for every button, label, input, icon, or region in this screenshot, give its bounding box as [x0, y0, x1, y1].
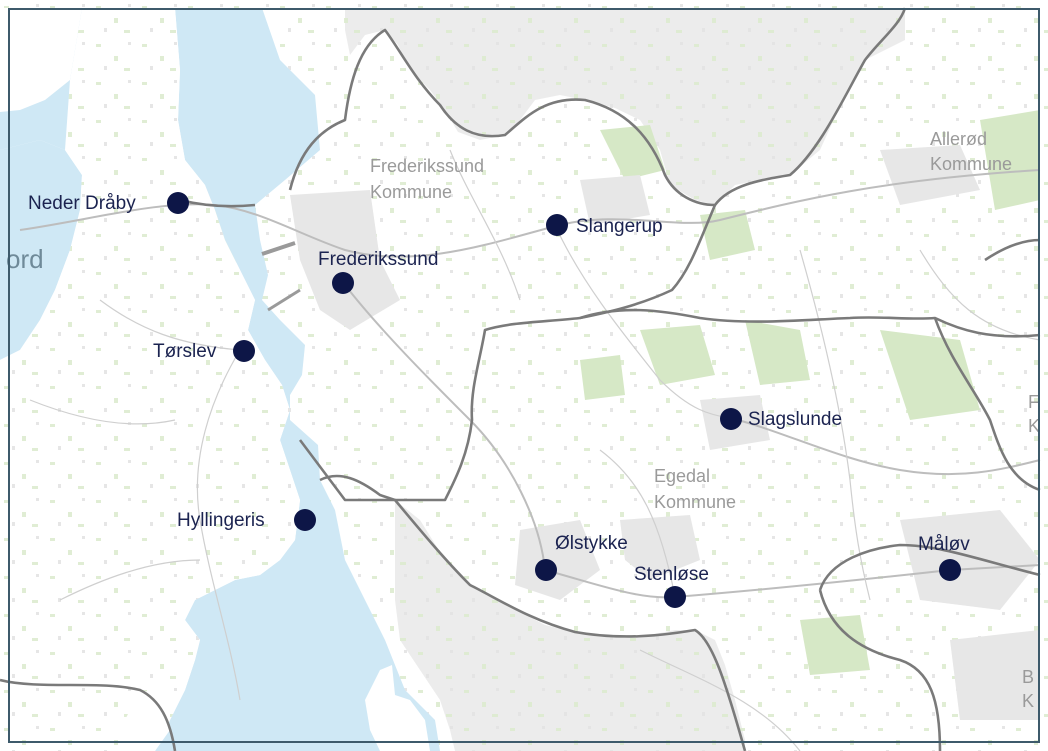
place-marker[interactable]: [535, 559, 557, 581]
place-label: Neder Dråby: [28, 193, 136, 214]
peninsula-south: [365, 665, 430, 751]
roads: [19, 149, 1041, 751]
water-label-fjord: ord: [6, 244, 44, 274]
place-olstykke[interactable]: Ølstykke: [535, 533, 628, 581]
bridge-north: [261, 241, 296, 256]
municipality-borders: [0, 7, 1041, 751]
water-west: [0, 140, 82, 360]
place-malov[interactable]: Måløv: [918, 534, 970, 581]
place-neder-draby[interactable]: Neder Dråby: [28, 192, 189, 214]
place-label: Frederikssund: [318, 249, 438, 270]
place-label: Tørslev: [153, 341, 217, 362]
region-label-allerod: Allerød Kommune: [930, 129, 1012, 174]
place-frederikssund[interactable]: Frederikssund: [318, 249, 438, 294]
place-label: Slangerup: [576, 216, 663, 237]
region-label-frederikssund: Frederikssund Kommune: [370, 156, 489, 202]
place-marker[interactable]: [233, 340, 255, 362]
place-slangerup[interactable]: Slangerup: [546, 214, 663, 237]
water-fjord: [155, 8, 440, 751]
place-marker[interactable]: [664, 586, 686, 608]
land-north-corner: [0, 8, 82, 112]
region-label-egedal: Egedal Kommune: [654, 466, 736, 512]
place-hyllingeris[interactable]: Hyllingeris: [177, 509, 316, 531]
place-slagslunde[interactable]: Slagslunde: [720, 408, 842, 430]
place-marker[interactable]: [294, 509, 316, 531]
place-label: Stenløse: [634, 564, 709, 585]
place-label: Måløv: [918, 534, 970, 555]
place-label: Hyllingeris: [177, 510, 265, 531]
bridge-south: [267, 288, 301, 312]
place-torslev[interactable]: Tørslev: [153, 340, 255, 362]
place-marker[interactable]: [167, 192, 189, 214]
place-label: Ølstykke: [555, 533, 628, 554]
place-marker[interactable]: [546, 214, 568, 236]
place-marker[interactable]: [939, 559, 961, 581]
place-marker[interactable]: [332, 272, 354, 294]
map-frame: [8, 8, 1040, 743]
place-label: Slagslunde: [748, 409, 842, 430]
region-label-right-edge: F K: [1028, 392, 1044, 436]
place-marker[interactable]: [720, 408, 742, 430]
region-label-bottom-right-edge: B K: [1022, 667, 1039, 711]
place-stenlose[interactable]: Stenløse: [634, 564, 709, 608]
